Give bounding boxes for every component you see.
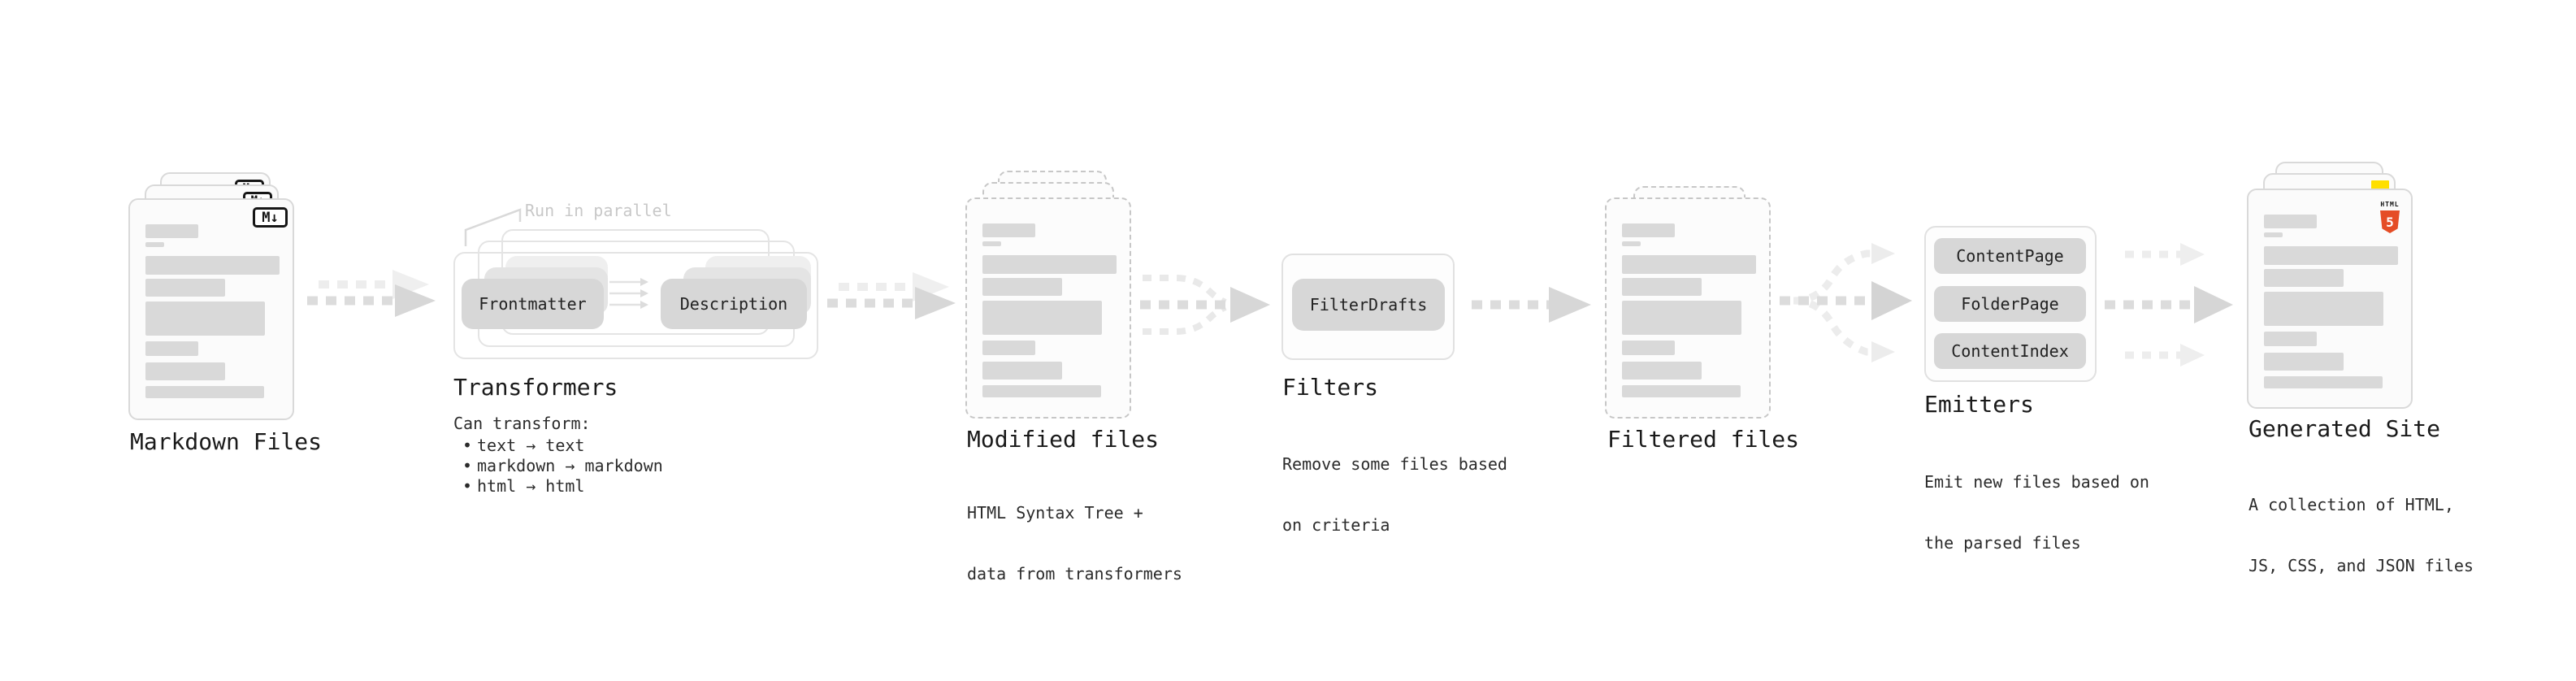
triple-arrow-icon (2105, 243, 2233, 367)
html5-shield: 5 (2380, 210, 2400, 233)
run-in-parallel-annotation: Run in parallel (525, 201, 672, 220)
caption-line: JS, CSS, and JSON files (2249, 556, 2474, 575)
transformers-label: Transformers (453, 374, 618, 401)
flow-arrow-icon (827, 272, 956, 319)
callout-line (464, 208, 522, 246)
transform-bullet: text → text (462, 436, 663, 456)
filtered-file-card-front (1605, 197, 1771, 419)
generated-site-caption: A collection of HTML, JS, CSS, and JSON … (2249, 454, 2474, 617)
modified-file-card-front (965, 197, 1131, 419)
contentindex-node: ContentIndex (1934, 333, 2086, 369)
caption-line: on criteria (1282, 515, 1390, 535)
filters-label: Filters (1282, 374, 1379, 401)
modified-files-caption: HTML Syntax Tree + data from transformer… (967, 462, 1182, 625)
caption-line: the parsed files (1924, 533, 2081, 553)
html5-icon: HTML 5 (2379, 194, 2401, 233)
filtered-files-label: Filtered files (1607, 426, 1800, 453)
parallel-arrows-icon (609, 278, 648, 309)
markdown-files-label: Markdown Files (130, 428, 323, 455)
caption-line: data from transformers (967, 564, 1182, 583)
merge-arrow-icon (1140, 275, 1270, 335)
transform-bullet: markdown → markdown (462, 456, 663, 476)
caption-line: Emit new files based on (1924, 472, 2149, 492)
emitters-label: Emitters (1924, 391, 2034, 418)
transformers-caption-title: Can transform: (453, 414, 591, 433)
generated-site-label: Generated Site (2249, 415, 2441, 442)
js-file-icon (2371, 180, 2389, 190)
caption-line: HTML Syntax Tree + (967, 503, 1143, 523)
modified-files-label: Modified files (967, 426, 1160, 453)
folderpage-node: FolderPage (1934, 286, 2086, 322)
emitters-caption: Emit new files based on the parsed files (1924, 432, 2149, 594)
split-arrow-icon (1780, 243, 1912, 362)
flow-arrow-icon (1472, 287, 1591, 323)
transformer-box-front (453, 252, 818, 359)
markdown-file-card-front: M↓ (128, 198, 294, 420)
caption-line: A collection of HTML, (2249, 495, 2454, 514)
transformers-bullet-list: text → text markdown → markdown html → h… (462, 436, 663, 497)
filterdrafts-node: FilterDrafts (1292, 279, 1445, 331)
filters-caption: Remove some files based on criteria (1282, 414, 1507, 576)
html5-badge-text: HTML (2380, 201, 2400, 208)
flow-arrow-icon (307, 270, 436, 317)
caption-line: Remove some files based (1282, 454, 1507, 474)
frontmatter-node: Frontmatter (462, 279, 604, 329)
transform-bullet: html → html (462, 476, 663, 497)
description-node: Description (661, 279, 807, 329)
generated-html-card: HTML 5 (2247, 189, 2413, 409)
contentpage-node: ContentPage (1934, 238, 2086, 274)
markdown-icon: M↓ (253, 207, 288, 228)
